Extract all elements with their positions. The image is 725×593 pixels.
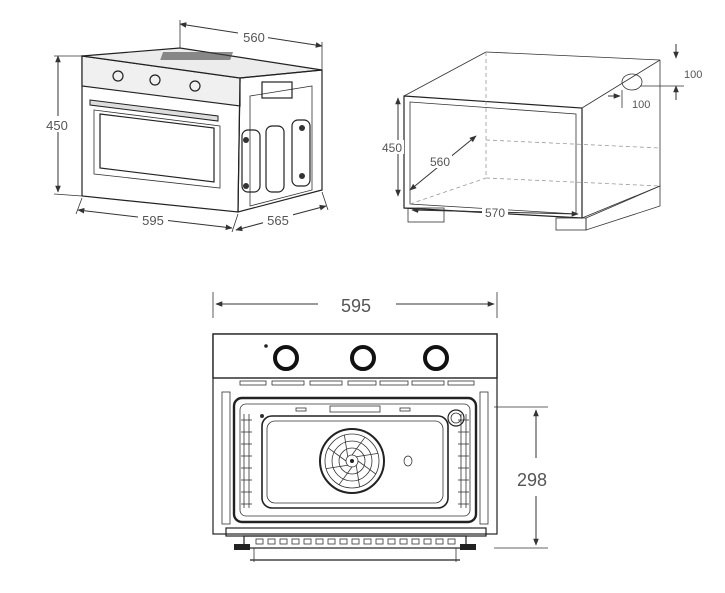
- oven-knob-3: [189, 80, 201, 92]
- drawer-slot: [375, 538, 384, 545]
- front-fan: [319, 428, 385, 494]
- front-lamp: [447, 409, 465, 427]
- dim-label-front-width: 595: [341, 296, 371, 316]
- drawer-slot: [279, 538, 288, 545]
- oven-side-panel: [249, 85, 313, 207]
- front-knob-2: [350, 345, 376, 371]
- dim-label-cutout-height: 450: [382, 141, 402, 155]
- front-drawer: [243, 535, 467, 549]
- oven-side-slot-3: [291, 119, 311, 187]
- cutout-vent-hole: [621, 73, 643, 91]
- oven-door-window: [99, 113, 215, 183]
- drawer-slot: [267, 538, 276, 545]
- dim-label-width-top: 560: [243, 30, 265, 45]
- front-rack-left: [241, 414, 252, 508]
- fan-spoke: [344, 435, 349, 457]
- fan-spoke: [356, 453, 378, 458]
- oven-knob-2: [149, 74, 161, 86]
- front-vent-slots: [239, 380, 475, 386]
- oven-side-slot-1: [241, 129, 261, 193]
- fan-spoke: [351, 437, 366, 456]
- oven-handle: [89, 99, 219, 122]
- dim-label-cut-a: 100: [684, 69, 702, 81]
- oven-side-face: [237, 69, 323, 213]
- fan-spoke: [357, 460, 376, 475]
- oven-side-connector: [261, 81, 293, 99]
- fan-spoke: [355, 465, 360, 487]
- oven-knob-1: [112, 70, 124, 82]
- front-knob-1: [273, 345, 299, 371]
- drawer-slot: [327, 538, 336, 545]
- dim-label-cut-b: 100: [632, 99, 650, 111]
- front-rack-right: [458, 414, 469, 508]
- drawer-slot: [315, 538, 324, 545]
- oven-isometric-view: 560 450 595 565: [40, 20, 329, 233]
- drawer-slot: [351, 538, 360, 545]
- dim-label-width-front: 595: [142, 213, 164, 228]
- oven-top-vent: [160, 52, 234, 60]
- drawer-slot: [399, 538, 408, 545]
- drawer-slot: [303, 538, 312, 545]
- front-door-rail: [225, 527, 487, 537]
- dim-label-cutout-depth: 560: [430, 155, 450, 169]
- oven-side-slot-2: [265, 125, 285, 193]
- drawer-slot: [387, 538, 396, 545]
- drawer-slot: [291, 538, 300, 545]
- oven-door-frame: [93, 109, 221, 189]
- drawer-slot: [339, 538, 348, 545]
- cutout-foot-right: [555, 217, 587, 231]
- front-knob-3: [423, 345, 449, 371]
- fan-spoke: [326, 464, 348, 469]
- drawer-slot: [435, 538, 444, 545]
- dim-label-depth: 565: [267, 213, 289, 228]
- dim-label-cutout-width: 570: [485, 206, 505, 220]
- drawer-slot: [423, 538, 432, 545]
- drawer-slot: [447, 538, 456, 545]
- fan-spoke: [328, 447, 347, 462]
- drawer-slot: [363, 538, 372, 545]
- dim-label-cavity-height: 298: [517, 470, 547, 490]
- fan-spoke: [338, 466, 353, 485]
- oven-front-view: 595: [212, 292, 548, 562]
- cutout-isometric-view: 100 100 450 560 570: [378, 44, 702, 231]
- dim-label-height: 450: [46, 118, 68, 133]
- drawer-slot: [255, 538, 264, 545]
- front-drawer-slots: [255, 538, 456, 545]
- drawer-slot: [411, 538, 420, 545]
